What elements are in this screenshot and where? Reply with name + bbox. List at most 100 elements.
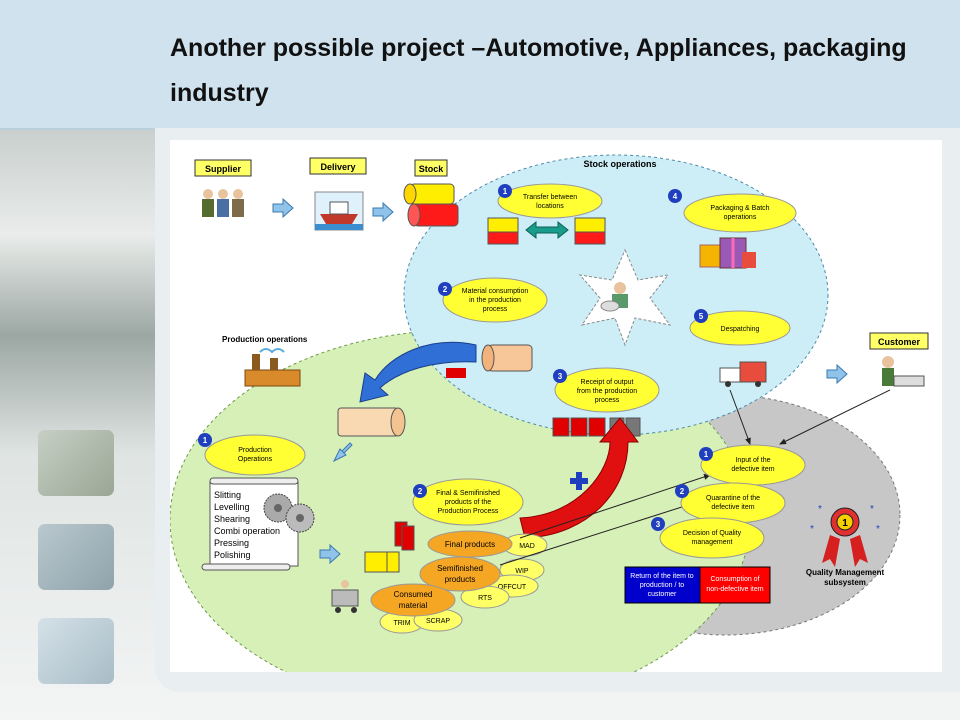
qms-label-line2: subsystem [824,578,866,587]
consumption-item-box [699,566,771,604]
blue-curved-arrow [359,341,477,403]
customer-text: Customer [878,337,921,347]
stock-op-5-line1: Despatching [721,326,760,333]
prod-op-1-line2: Operations [238,456,273,463]
stock-op-2-line1: Material consumption [462,288,529,295]
delivery-truck-icon [719,361,767,387]
return-line2: production / to [640,582,684,589]
customer-label [869,332,929,350]
svg-text:1: 1 [842,518,848,529]
qms-label-line1: Quality Management [806,568,885,577]
prod-op-2-badge [413,484,427,498]
stock-op-3-line3: process [595,397,620,404]
decorative-square-2 [38,524,114,590]
stock-op-3-line1: Receipt of output [581,379,634,386]
worker-icon [600,282,628,312]
semifinished-line1: Semifinished [437,564,483,573]
consumed-material-oval [370,583,456,617]
prod-op-1-line1: Production [238,447,272,454]
process-diagram: Supplier Delivery Stock Stock operations… [169,140,942,711]
quality-op-3-num: 3 [656,520,661,529]
stock-op-2-line2: in the production [469,297,521,304]
consume-line1: Consumption of [710,576,759,583]
semifinished-oval [419,556,501,592]
supplier-label [194,159,252,177]
quality-op-1-line2: defective item [731,466,774,473]
stock-op-5-badge [694,309,708,323]
stock-op-1-line2: locations [536,203,564,210]
stock-op-3-num: 3 [558,372,563,381]
quality-op-3-line1: Decision of Quality [683,530,742,537]
return-line1: Return of the item to [630,573,694,580]
quality-op-1-oval [700,444,806,486]
prod-op-1-num: 1 [203,436,208,445]
wip-text: WIP [515,568,529,575]
stock-op-3-line2: from the production [577,388,637,395]
svg-text:*: * [870,504,874,515]
trim-text: TRIM [393,620,410,627]
svg-text:*: * [810,524,814,535]
delivery-label [309,157,367,175]
consumed-roll-icon [481,344,533,372]
quality-op-2-line1: Quarantine of the [706,495,760,502]
process-item-6: Polishing [214,550,251,560]
stock-op-2-badge [438,282,452,296]
quality-op-2-num: 2 [680,487,685,496]
stock-op-3-oval [554,367,660,413]
stock-text: Stock [419,164,445,174]
arrow-delivery-stock [372,201,394,223]
factory-icon [244,348,301,387]
final-products-text: Final products [445,540,495,549]
process-item-3: Shearing [214,514,250,524]
arrow-to-outputs [319,543,341,565]
stock-op-4-badge [668,189,682,203]
slide-header: Another possible project –Automotive, Ap… [0,0,960,130]
offcut-text: OFFCUT [498,584,527,591]
decorative-square-3 [38,618,114,684]
stock-op-5-oval [689,310,791,346]
slide-title: Another possible project –Automotive, Ap… [170,34,907,107]
stock-op-4-num: 4 [673,192,678,201]
plus-sign [570,472,588,490]
consumed-line2: material [399,601,428,610]
mad-text: MAD [519,543,535,550]
stock-rolls-icon [403,183,459,227]
quality-op-1-num: 1 [704,450,709,459]
quality-op-1-badge [699,447,713,461]
supplier-people-icon [202,189,244,217]
scrap-cart-icon [331,580,359,613]
minus-sign [446,368,466,378]
rts-text: RTS [478,595,492,602]
saw-blades-icon [263,493,315,533]
line-customer-to-input [779,389,891,445]
stock-op-2-line3: process [483,306,508,313]
stock-op-3-badge [553,369,567,383]
consumed-line1: Consumed [394,590,433,599]
delivery-text: Delivery [320,162,355,172]
customer-person-icon [882,356,925,387]
stock-op-1-badge [498,184,512,198]
quality-op-3-badge [651,517,665,531]
prod-op-2-num: 2 [418,487,423,496]
gift-boxes-icon [699,237,756,269]
stock-op-1-oval [497,183,603,219]
prod-op-2-line2: products of the [445,499,491,506]
quality-op-1-line1: Input of the [735,457,770,464]
stock-op-1-line1: Transfer between [523,194,577,201]
quality-op-2-badge [675,484,689,498]
output-rolls-icon [364,521,415,573]
prod-op-2-line1: Final & Semifinished [436,490,500,497]
production-roll-icon [337,407,406,437]
quality-op-3-line2: management [692,539,733,546]
stock-op-2-num: 2 [443,285,448,294]
arrow-roll-to-operations [332,442,353,463]
quality-op-3-oval [659,517,765,559]
process-item-1: Slitting [214,490,241,500]
quality-op-2-oval [680,482,786,524]
line-semi-to-quality [499,496,711,566]
stock-label [414,159,448,177]
prod-op-1-oval [204,434,306,476]
arrow-to-customer [826,363,848,385]
stock-op-4-oval [683,193,797,233]
prod-op-2-oval [412,478,524,526]
